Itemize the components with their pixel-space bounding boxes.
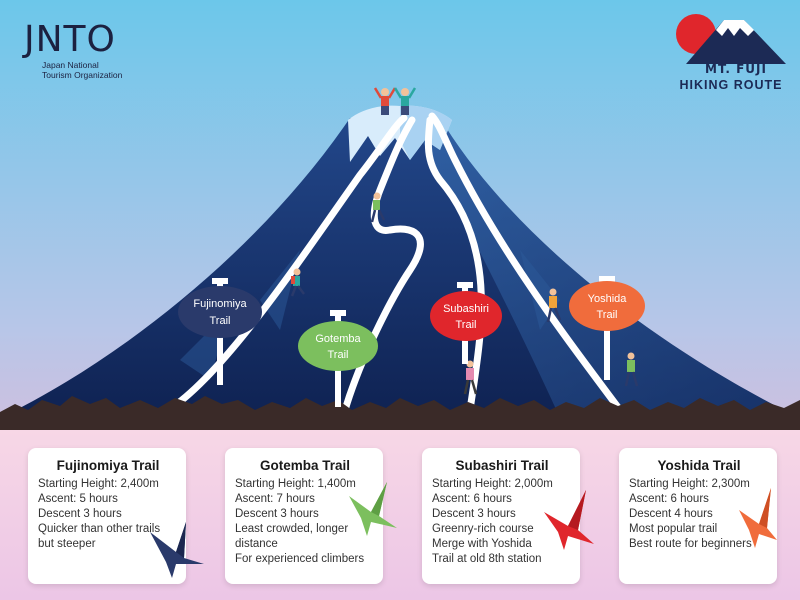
hiker-fujinomiya	[290, 268, 305, 297]
card-line: Starting Height: 1,400m	[235, 478, 356, 490]
hiker-gotemba	[370, 192, 386, 223]
card-title: Subashiri Trail	[455, 458, 549, 473]
card-line: Descent 4 hours	[629, 508, 713, 520]
hiker-yoshida-2	[624, 352, 639, 387]
sign-subashiri-board	[430, 291, 502, 341]
yoshida-trail-path	[428, 112, 624, 414]
card-line: but steeper	[38, 538, 96, 550]
sign-yoshida-board	[569, 281, 645, 331]
origami-crane-icon	[739, 488, 777, 548]
card-line: Starting Height: 2,300m	[629, 478, 750, 490]
sign-subashiri-line1: Subashiri	[443, 303, 489, 315]
rocky-foreground	[0, 396, 800, 430]
summit-hikers	[373, 87, 417, 115]
sign-subashiri-line2: Trail	[456, 319, 477, 331]
jnto-subtitle-line2: Tourism Organization	[42, 70, 123, 80]
mt-fuji-logo-text: MT. FUJI	[705, 62, 767, 76]
card-title: Yoshida Trail	[657, 458, 741, 473]
subashiri-trail-path	[424, 116, 485, 414]
hiker-subashiri	[463, 360, 478, 395]
jnto-subtitle-line1: Japan National	[42, 60, 99, 70]
card-line: Least crowded, longer	[235, 523, 349, 535]
card-line: Ascent: 7 hours	[235, 493, 315, 505]
card-line: Greenry-rich course	[432, 523, 534, 535]
card-line: Starting Height: 2,400m	[38, 478, 159, 490]
sign-yoshida-line1: Yoshida	[588, 293, 628, 305]
hiking-route-brand: MT. FUJI HIKING ROUTE	[668, 8, 790, 92]
card-line: Descent 3 hours	[235, 508, 319, 520]
fuji-logo-icon	[676, 14, 786, 64]
jnto-logo: JNTO	[24, 19, 116, 60]
origami-crane-icon	[150, 522, 204, 578]
fujinomiya-trail-path	[161, 114, 408, 416]
gotemba-trail-path	[341, 116, 424, 414]
card-gotemba: Gotemba Trail Starting Height: 1,400m As…	[225, 448, 397, 584]
card-title: Gotemba Trail	[259, 458, 351, 473]
sign-yoshida-line2: Trail	[597, 309, 618, 321]
card-yoshida: Yoshida Trail Starting Height: 2,300m As…	[619, 448, 777, 584]
card-title: Fujinomiya Trail	[56, 458, 160, 473]
card-line: Ascent: 6 hours	[629, 493, 709, 505]
card-line: Descent 3 hours	[38, 508, 122, 520]
card-line: Descent 3 hours	[432, 508, 516, 520]
sign-subashiri: Subashiri Trail	[430, 282, 502, 364]
sign-gotemba-line2: Trail	[328, 349, 349, 361]
card-line: For experienced climbers	[235, 553, 365, 565]
card-line: Starting Height: 2,000m	[432, 478, 553, 490]
sign-gotemba-board	[298, 321, 378, 371]
hiking-route-title: HIKING ROUTE	[679, 78, 783, 92]
sign-fujinomiya-line2: Trail	[210, 315, 231, 327]
sign-gotemba-line1: Gotemba	[315, 333, 361, 345]
sign-yoshida: Yoshida Trail	[569, 276, 645, 380]
card-line: Ascent: 6 hours	[432, 493, 512, 505]
sign-fujinomiya-line1: Fujinomiya	[193, 298, 247, 310]
card-line: Ascent: 5 hours	[38, 493, 118, 505]
sign-fujinomiya-board	[178, 286, 262, 338]
hiker-yoshida-1	[546, 288, 562, 323]
card-line: Quicker than other trails	[38, 523, 161, 535]
sign-gotemba: Gotemba Trail	[298, 310, 378, 407]
jnto-brand: JNTO Japan National Tourism Organization	[24, 19, 123, 81]
sign-fujinomiya: Fujinomiya Trail	[178, 278, 262, 385]
card-line: distance	[235, 538, 278, 550]
origami-crane-icon	[544, 490, 594, 550]
card-subashiri: Subashiri Trail Starting Height: 2,000m …	[422, 448, 594, 584]
card-line: Most popular trail	[629, 523, 718, 535]
card-line: Trail at old 8th station	[432, 553, 542, 565]
card-line: Best route for beginners	[629, 538, 752, 550]
mountain-ridges	[180, 250, 560, 380]
card-line: Merge with Yoshida	[432, 538, 532, 550]
card-fujinomiya: Fujinomiya Trail Starting Height: 2,400m…	[28, 448, 204, 584]
origami-crane-icon	[349, 482, 397, 536]
